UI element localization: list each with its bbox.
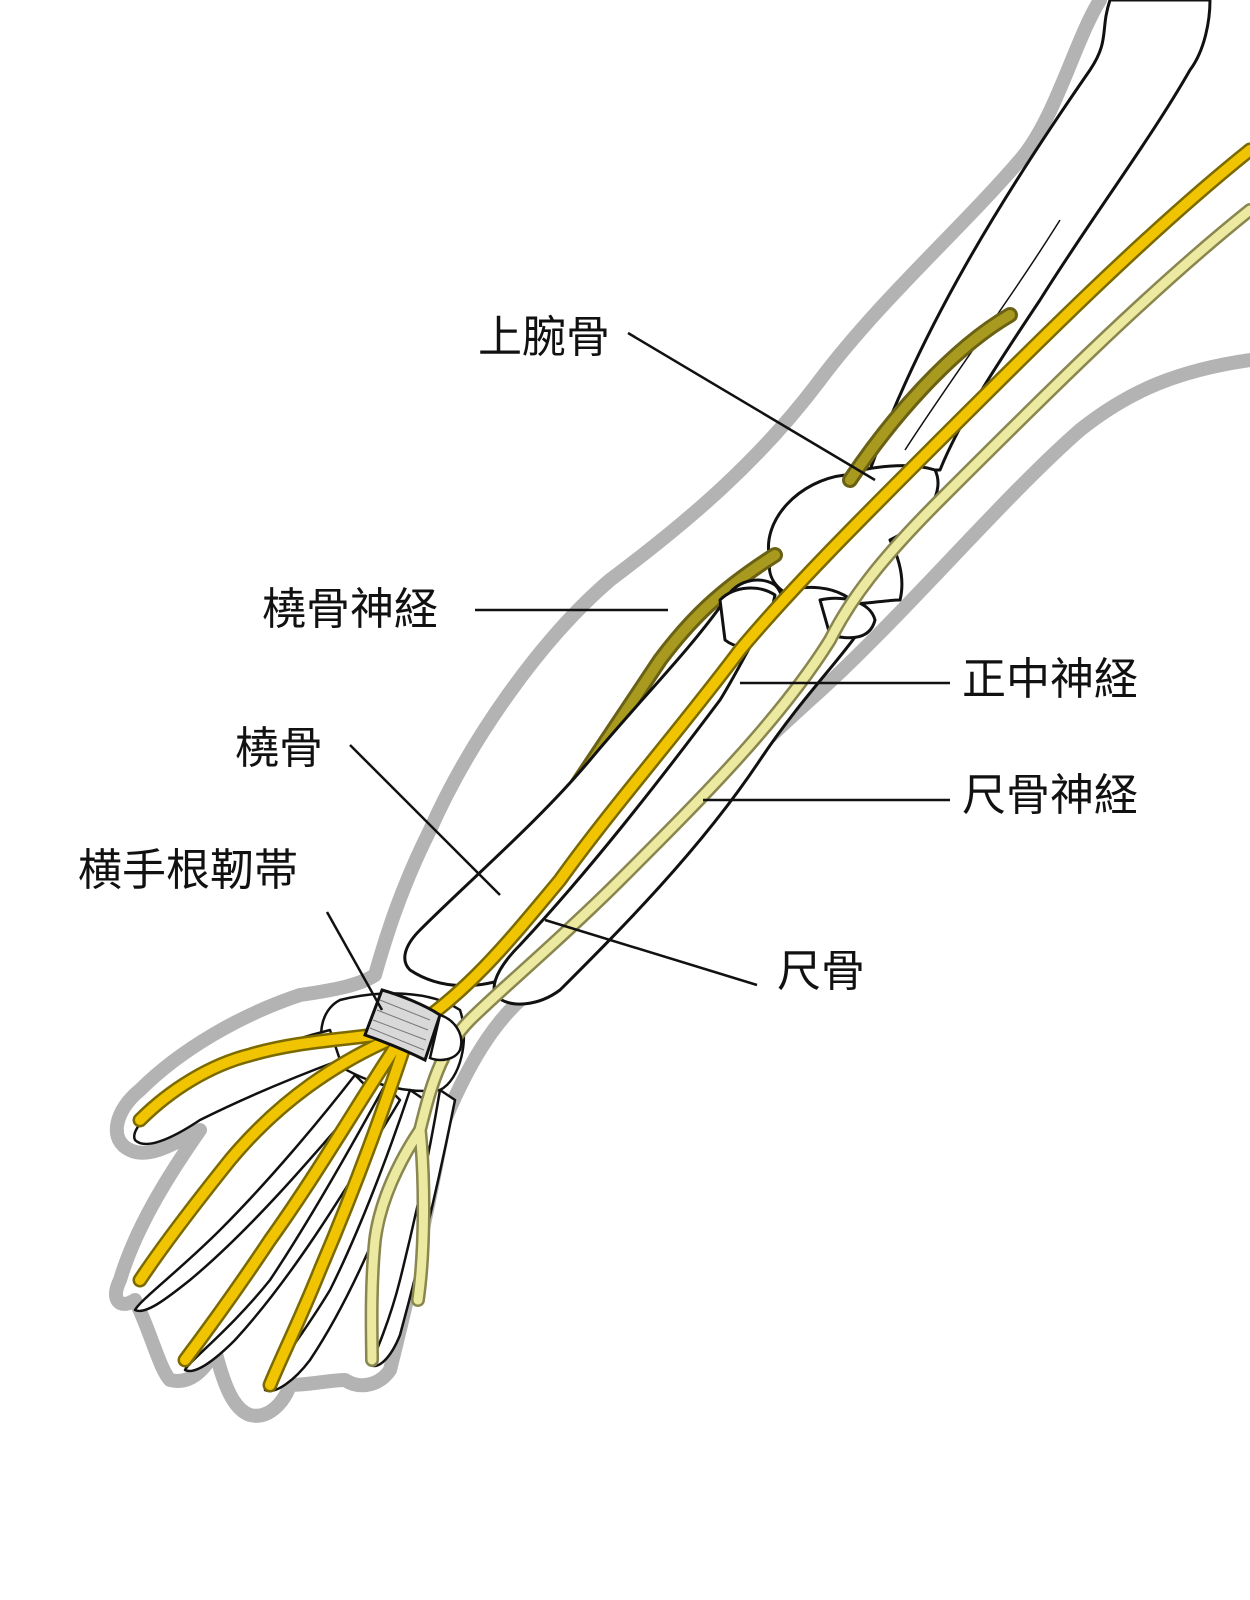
label-transverse-carpal-ligament: 横手根靭帯 xyxy=(78,845,298,896)
transverse-carpal-ligament xyxy=(363,988,463,1063)
ulnar-nerve xyxy=(364,203,1250,1367)
label-ulna: 尺骨 xyxy=(777,946,865,997)
label-median-nerve: 正中神経 xyxy=(962,654,1138,705)
index-finger-bones xyxy=(133,1073,372,1313)
leader-ligament xyxy=(325,911,384,1011)
median-nerve xyxy=(132,142,1250,1393)
leader-lines xyxy=(325,331,950,1011)
ligament-texture xyxy=(369,999,431,1051)
label-radius: 橈骨 xyxy=(235,723,323,774)
ulnar-nerve-path-inner xyxy=(367,205,1250,1365)
ulna-shaft xyxy=(492,585,864,1006)
ligament-roll xyxy=(428,1013,463,1062)
label-ulnar-nerve: 尺骨神経 xyxy=(962,770,1138,821)
leader-ulna xyxy=(544,918,758,987)
middle-finger-bones xyxy=(183,1083,402,1373)
median-nerve-path-inner xyxy=(135,145,1250,1390)
leader-humerus xyxy=(627,331,876,482)
label-radial-nerve: 橈骨神経 xyxy=(262,584,438,635)
label-humerus: 上腕骨 xyxy=(478,312,610,363)
ligament-band xyxy=(363,988,442,1063)
leader-radius xyxy=(349,744,501,896)
